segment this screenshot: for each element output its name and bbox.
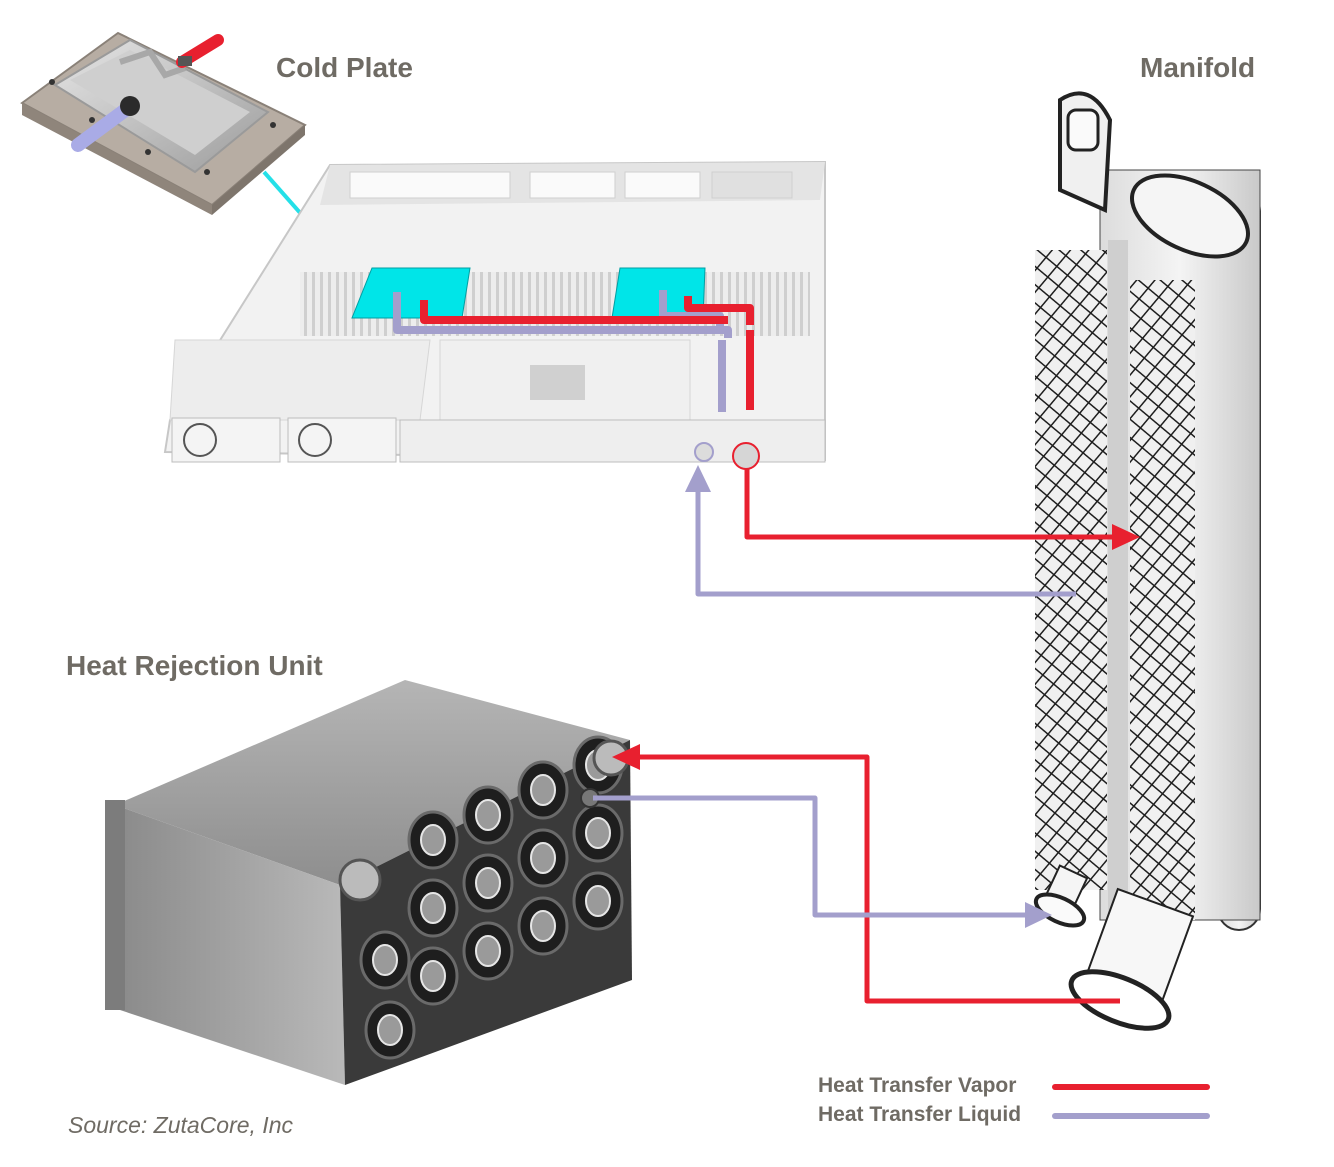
hru-fan-hub: [475, 935, 501, 967]
server-vapor-tubing: [420, 296, 754, 410]
hru-fan-grid: [359, 735, 624, 1060]
server-heatsink: [530, 365, 585, 400]
hru-fan-hub: [420, 960, 446, 992]
manifold-label: Manifold: [1140, 52, 1256, 83]
cold-plate-inlet-fitting: [120, 96, 140, 116]
manifold-fins-right: [1130, 280, 1195, 920]
server-psu-1: [171, 417, 281, 463]
hru-fan-hub: [420, 892, 446, 924]
hru-fan-hub: [372, 944, 398, 976]
manifold-image: [1033, 91, 1261, 1031]
heat-rejection-unit-label: Heat Rejection Unit: [66, 650, 323, 681]
hru-fan-hub: [585, 885, 611, 917]
flow-vapor-manifold-to-hru: [612, 744, 1120, 1004]
hru-fan-hub: [530, 774, 556, 806]
arrowhead-liquid-server: [685, 465, 711, 492]
hru-fan-hub: [475, 867, 501, 899]
server-liquid-fitting: [694, 442, 714, 462]
hru-rack-ear: [105, 800, 125, 1010]
arrowhead-vapor-manifold: [1112, 524, 1140, 550]
hru-fan-hub: [530, 910, 556, 942]
server-chassis: [163, 160, 826, 470]
hru-fan-hub: [530, 842, 556, 874]
heat-rejection-unit-image: [105, 680, 632, 1085]
legend-vapor-label: Heat Transfer Vapor: [818, 1074, 1017, 1097]
cold-plate-liquid-tube: [71, 101, 135, 152]
flow-liquid-hru-to-manifold: [593, 795, 1052, 928]
flow-vapor-server-to-manifold: [744, 468, 1140, 550]
legend-liquid-label: Heat Transfer Liquid: [818, 1103, 1022, 1126]
flow-liquid-manifold-to-server: [685, 465, 1076, 597]
hru-fan-hub: [377, 1014, 403, 1046]
cold-plate-label: Cold Plate: [276, 52, 413, 83]
cold-plate-image: [20, 31, 307, 215]
manifold-fins-left: [1035, 250, 1107, 890]
manifold-liquid-port: [1033, 864, 1089, 928]
server-psu-2: [287, 417, 397, 463]
cold-plate-outlet-fitting: [178, 56, 192, 66]
arrowhead-vapor-hru: [612, 744, 640, 770]
source-caption: Source: ZutaCore, Inc: [68, 1112, 293, 1138]
server-vapor-fitting: [732, 442, 760, 470]
hru-fan-hub: [585, 817, 611, 849]
hru-fan-hub: [475, 799, 501, 831]
hru-fan-hub: [420, 824, 446, 856]
server-cold-plate-1: [351, 267, 471, 319]
arrowhead-liquid-manifold: [1025, 902, 1052, 928]
